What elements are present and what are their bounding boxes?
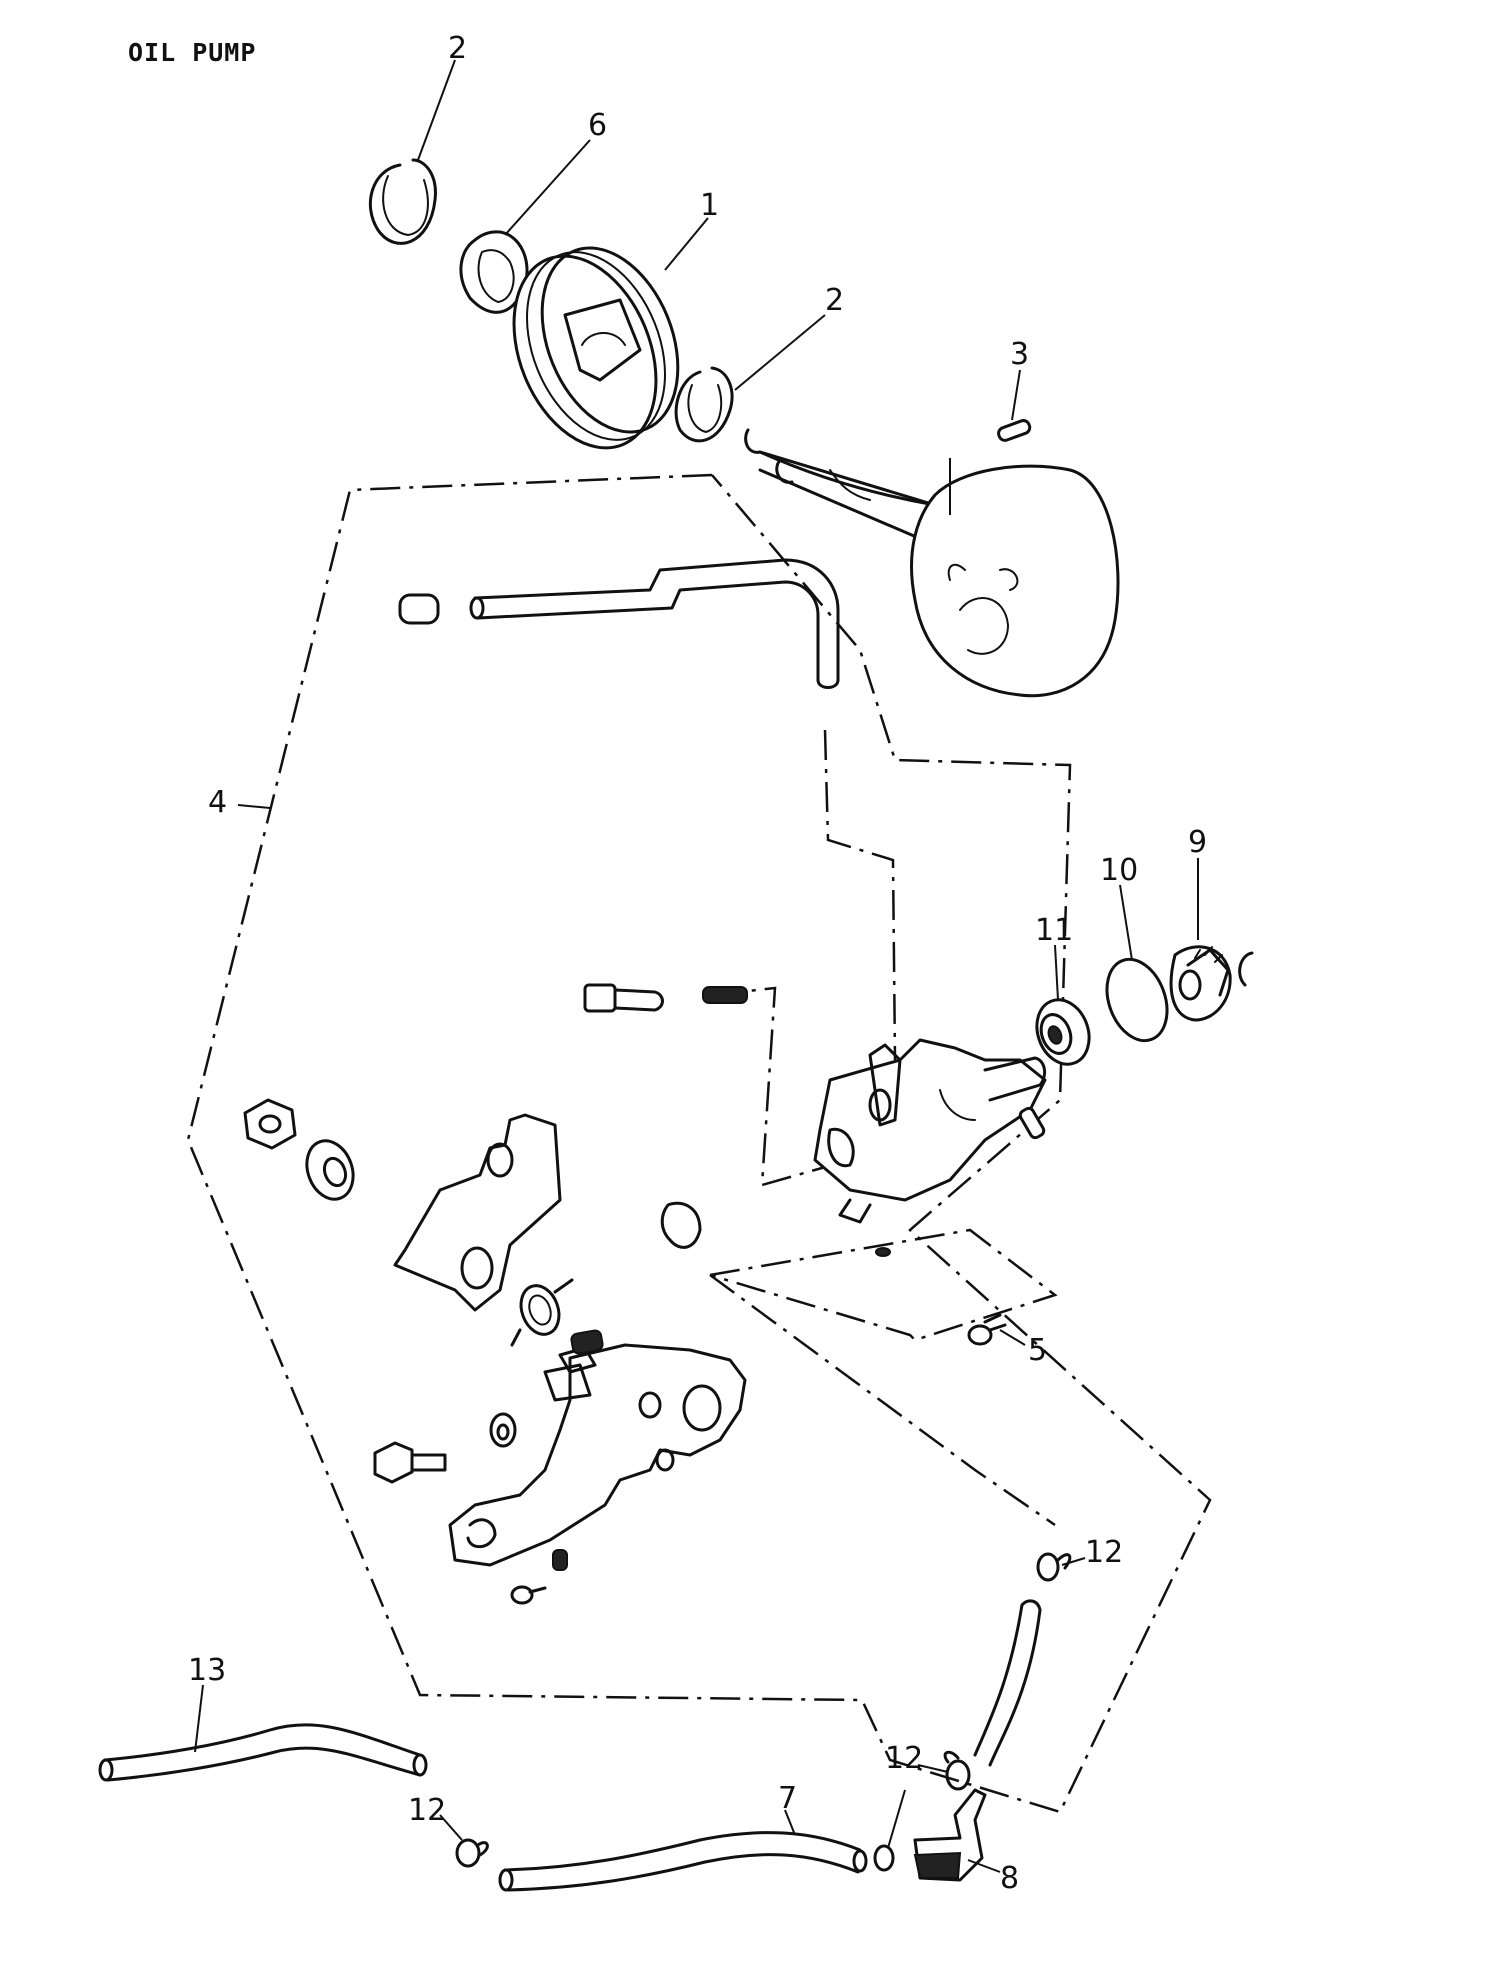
washer xyxy=(305,1139,355,1201)
leader-6 xyxy=(504,139,591,236)
oil-pipe xyxy=(398,558,840,689)
leader-12-right xyxy=(887,1789,906,1849)
callout-11: 11 xyxy=(1035,913,1073,948)
bracket-plate xyxy=(393,1113,562,1312)
clamp-left xyxy=(455,1838,489,1868)
clamp-upper xyxy=(1036,1552,1072,1582)
shaft-and-housing-half xyxy=(744,428,1120,698)
pin xyxy=(997,419,1032,442)
circlip-lower xyxy=(674,366,734,443)
leader-12-middle xyxy=(917,1764,949,1773)
leader-11 xyxy=(1054,944,1059,1001)
leader-2-lower xyxy=(734,314,826,391)
fitting-8 xyxy=(913,1788,1001,1882)
circlip-upper xyxy=(368,158,437,245)
callout-1: 1 xyxy=(700,188,719,223)
callout-10: 10 xyxy=(1100,853,1138,888)
washer-small xyxy=(489,1412,517,1448)
callout-12-left: 12 xyxy=(408,1793,446,1828)
assembly-outline-lower xyxy=(709,1273,1056,1527)
callout-9: 9 xyxy=(1188,825,1207,860)
leader-7 xyxy=(784,1809,796,1836)
leader-2-upper xyxy=(417,59,456,161)
hose-7 xyxy=(498,1831,868,1892)
callout-12-middle: 12 xyxy=(885,1741,923,1776)
leader-12-upper xyxy=(1061,1557,1086,1566)
throttle-lever xyxy=(448,1329,747,1567)
diagram-title: OIL PUMP xyxy=(128,38,257,67)
bolt-and-stud xyxy=(583,983,748,1013)
leader-12-left xyxy=(439,1814,463,1841)
assembly-outline-bolt-link xyxy=(712,986,851,1187)
leader-1 xyxy=(664,217,709,271)
hose-13 xyxy=(98,1723,428,1782)
callout-13: 13 xyxy=(188,1653,226,1688)
bearing xyxy=(1035,998,1091,1066)
bolt-lower xyxy=(373,1441,447,1484)
pump-body xyxy=(813,1038,1047,1257)
hose-outlet xyxy=(973,1599,1042,1767)
callout-7: 7 xyxy=(778,1781,797,1816)
clamp-right xyxy=(873,1844,895,1872)
callout-6: 6 xyxy=(588,108,607,143)
o-ring xyxy=(1105,957,1169,1043)
pulley-cover xyxy=(512,246,680,450)
leader-13 xyxy=(194,1684,204,1753)
callout-12-upper: 12 xyxy=(1085,1535,1123,1570)
leader-4 xyxy=(237,804,271,809)
clamp-middle xyxy=(943,1750,971,1791)
leader-10 xyxy=(1119,884,1133,961)
assembly-outline-inner xyxy=(709,1228,1058,1342)
small-gasket xyxy=(660,1201,702,1249)
drive-gear xyxy=(1169,945,1254,1022)
screw-5 xyxy=(967,1313,1026,1346)
assembly-outline-pump-link xyxy=(823,729,897,1061)
spring xyxy=(510,1278,574,1347)
screw-lower xyxy=(510,1549,568,1605)
leader-3 xyxy=(1011,369,1021,421)
callout-8: 8 xyxy=(1000,1861,1019,1896)
assembly-outline-main xyxy=(186,473,1212,1814)
callout-3: 3 xyxy=(1010,337,1029,372)
nut xyxy=(243,1098,297,1150)
callout-5: 5 xyxy=(1028,1333,1047,1368)
callout-2-lower: 2 xyxy=(825,283,844,318)
callout-4: 4 xyxy=(208,785,227,820)
callout-2-upper: 2 xyxy=(448,31,467,66)
